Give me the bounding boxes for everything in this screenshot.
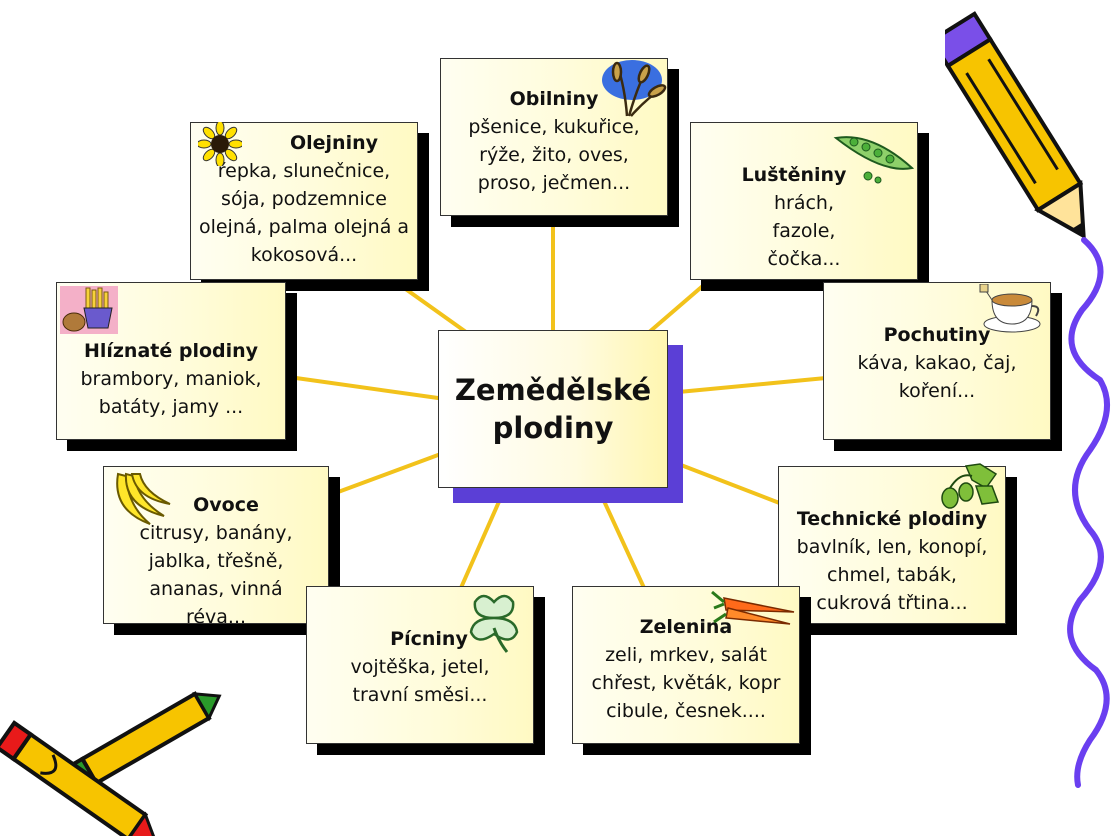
category-title: Technické plodiny (796, 508, 988, 530)
connector-pochutiny (666, 376, 828, 395)
tea-cup-icon (979, 284, 1041, 333)
category-title: Hlíznaté plodiny (83, 340, 259, 362)
center-box: Zemědělské plodiny (438, 330, 668, 488)
category-box-pochutiny: Pochutiny káva, kakao, čaj, koření... (823, 282, 1051, 440)
connector-zelenina (596, 486, 647, 592)
category-text: zeli, mrkev, salát chřest, květák, kopr … (591, 644, 781, 722)
category-text: káva, kakao, čaj, koření... (857, 352, 1017, 402)
category-text: citrusy, banány, jablka, třešně, ananas,… (139, 522, 293, 628)
category-text: pšenice, kukuřice, rýže, žito, oves, pro… (468, 116, 640, 194)
connector-picniny (458, 486, 507, 592)
pencil-icon (945, 11, 1086, 240)
category-box-ovoce: Ovoce citrusy, banány, jablka, třešně, a… (103, 466, 329, 628)
category-title: Pochutiny (883, 324, 991, 346)
category-title: Obilniny (509, 88, 599, 110)
crayons-icon (0, 691, 222, 836)
category-title: Ovoce (193, 494, 259, 516)
category-text: vojtěška, jetel, travní směsi... (350, 656, 490, 706)
category-title: Olejniny (289, 132, 378, 154)
category-title: Pícniny (390, 628, 468, 650)
wheat-icon (602, 60, 667, 117)
carrot-icon (711, 590, 795, 625)
connector-ovoce (328, 453, 440, 497)
potato-fries-icon (60, 286, 118, 334)
clover-icon (469, 594, 519, 653)
squiggle-line (1067, 237, 1110, 788)
connector-technicke (666, 458, 784, 506)
center-title: Zemědělské plodiny (454, 373, 652, 445)
category-title: Luštěniny (741, 164, 847, 186)
sunflower-icon (198, 122, 242, 166)
connector-hliznate (294, 376, 440, 400)
banana-icon (116, 472, 171, 525)
category-text: řepka, slunečnice, sója, podzemnice olej… (198, 160, 410, 266)
category-text: bavlník, len, konopí, chmel, tabák, cukr… (796, 536, 988, 614)
category-text: hrách, fazole, čočka... (767, 192, 841, 270)
hops-icon (941, 463, 1000, 509)
category-text: brambory, maniok, batáty, jamy ... (80, 368, 262, 418)
category-title: Zelenina (639, 616, 733, 638)
pea-pod-icon (833, 136, 915, 184)
